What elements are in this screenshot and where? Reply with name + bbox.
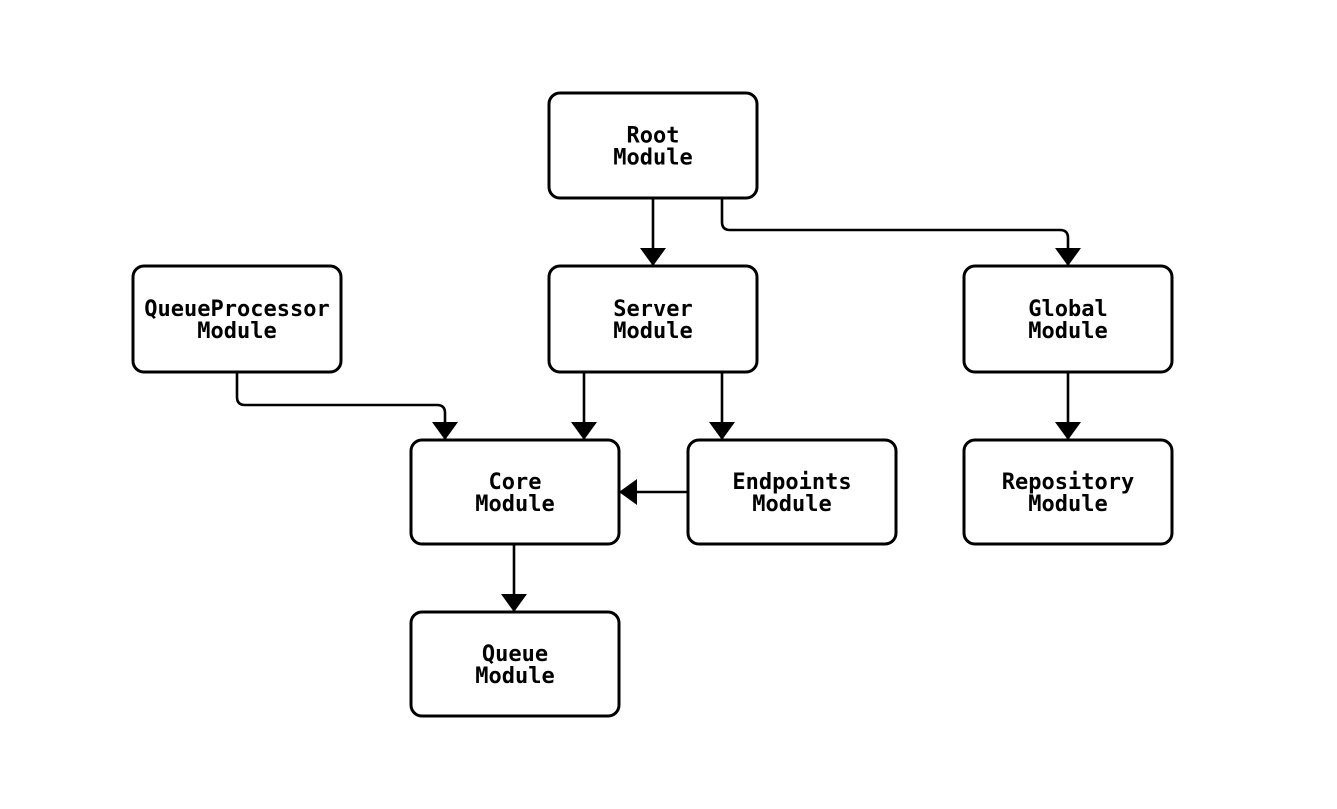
node-root-box (547, 91, 759, 200)
node-core-box (409, 438, 621, 546)
node-server-box (547, 264, 759, 374)
node-repository-box (962, 438, 1174, 546)
node-endpoints-box (686, 438, 898, 546)
node-queue-box (409, 610, 621, 718)
node-global-box (962, 264, 1174, 374)
edge-queueprocessor-to-core (235, 372, 458, 440)
node-queueprocessor-box (131, 264, 343, 374)
edge-root-to-global (720, 198, 1081, 266)
